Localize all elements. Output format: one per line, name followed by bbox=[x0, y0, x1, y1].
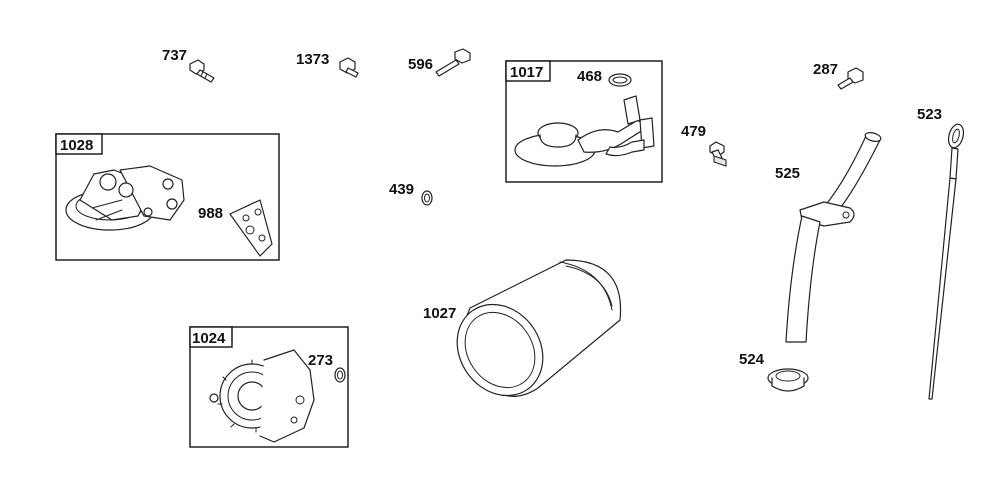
part-label-523: 523 bbox=[917, 106, 942, 123]
assembly-box-1028 bbox=[55, 133, 280, 261]
assembly-box-1024 bbox=[189, 326, 349, 448]
part-label-273: 273 bbox=[308, 352, 333, 369]
part-label-468: 468 bbox=[577, 68, 602, 85]
part-label-439: 439 bbox=[389, 181, 414, 198]
part-label-525: 525 bbox=[775, 165, 800, 182]
dipstick-tube-525[interactable] bbox=[785, 131, 882, 343]
oring-439[interactable] bbox=[421, 190, 433, 206]
assembly-label-1024: 1024 bbox=[192, 330, 226, 347]
dipstick-523[interactable] bbox=[928, 123, 966, 400]
plug-524[interactable] bbox=[767, 368, 809, 392]
screw-479[interactable] bbox=[709, 141, 727, 167]
bolt-287[interactable] bbox=[837, 67, 864, 90]
oil-filter-adapter-1028[interactable] bbox=[65, 165, 185, 231]
bolt-737[interactable] bbox=[189, 59, 215, 83]
part-label-287: 287 bbox=[813, 61, 838, 78]
breather-tube-1017[interactable] bbox=[514, 95, 655, 167]
part-label-1027: 1027 bbox=[423, 305, 456, 322]
part-label-737: 737 bbox=[162, 47, 187, 64]
part-label-479: 479 bbox=[681, 123, 706, 140]
bolt-1373[interactable] bbox=[339, 57, 359, 78]
oring-468[interactable] bbox=[608, 73, 632, 87]
oil-pump-1024[interactable] bbox=[209, 349, 315, 443]
part-label-988: 988 bbox=[198, 205, 223, 222]
bolt-596[interactable] bbox=[435, 48, 471, 77]
assembly-label-1028: 1028 bbox=[60, 137, 93, 154]
oring-273[interactable] bbox=[334, 367, 346, 383]
part-label-1373: 1373 bbox=[296, 51, 329, 68]
gasket-988[interactable] bbox=[229, 199, 273, 257]
part-label-596: 596 bbox=[408, 56, 433, 73]
assembly-box-1017 bbox=[505, 60, 663, 183]
part-label-524: 524 bbox=[739, 351, 765, 368]
assembly-label-1017: 1017 bbox=[510, 64, 543, 81]
oil-filter-1027[interactable] bbox=[440, 259, 622, 412]
